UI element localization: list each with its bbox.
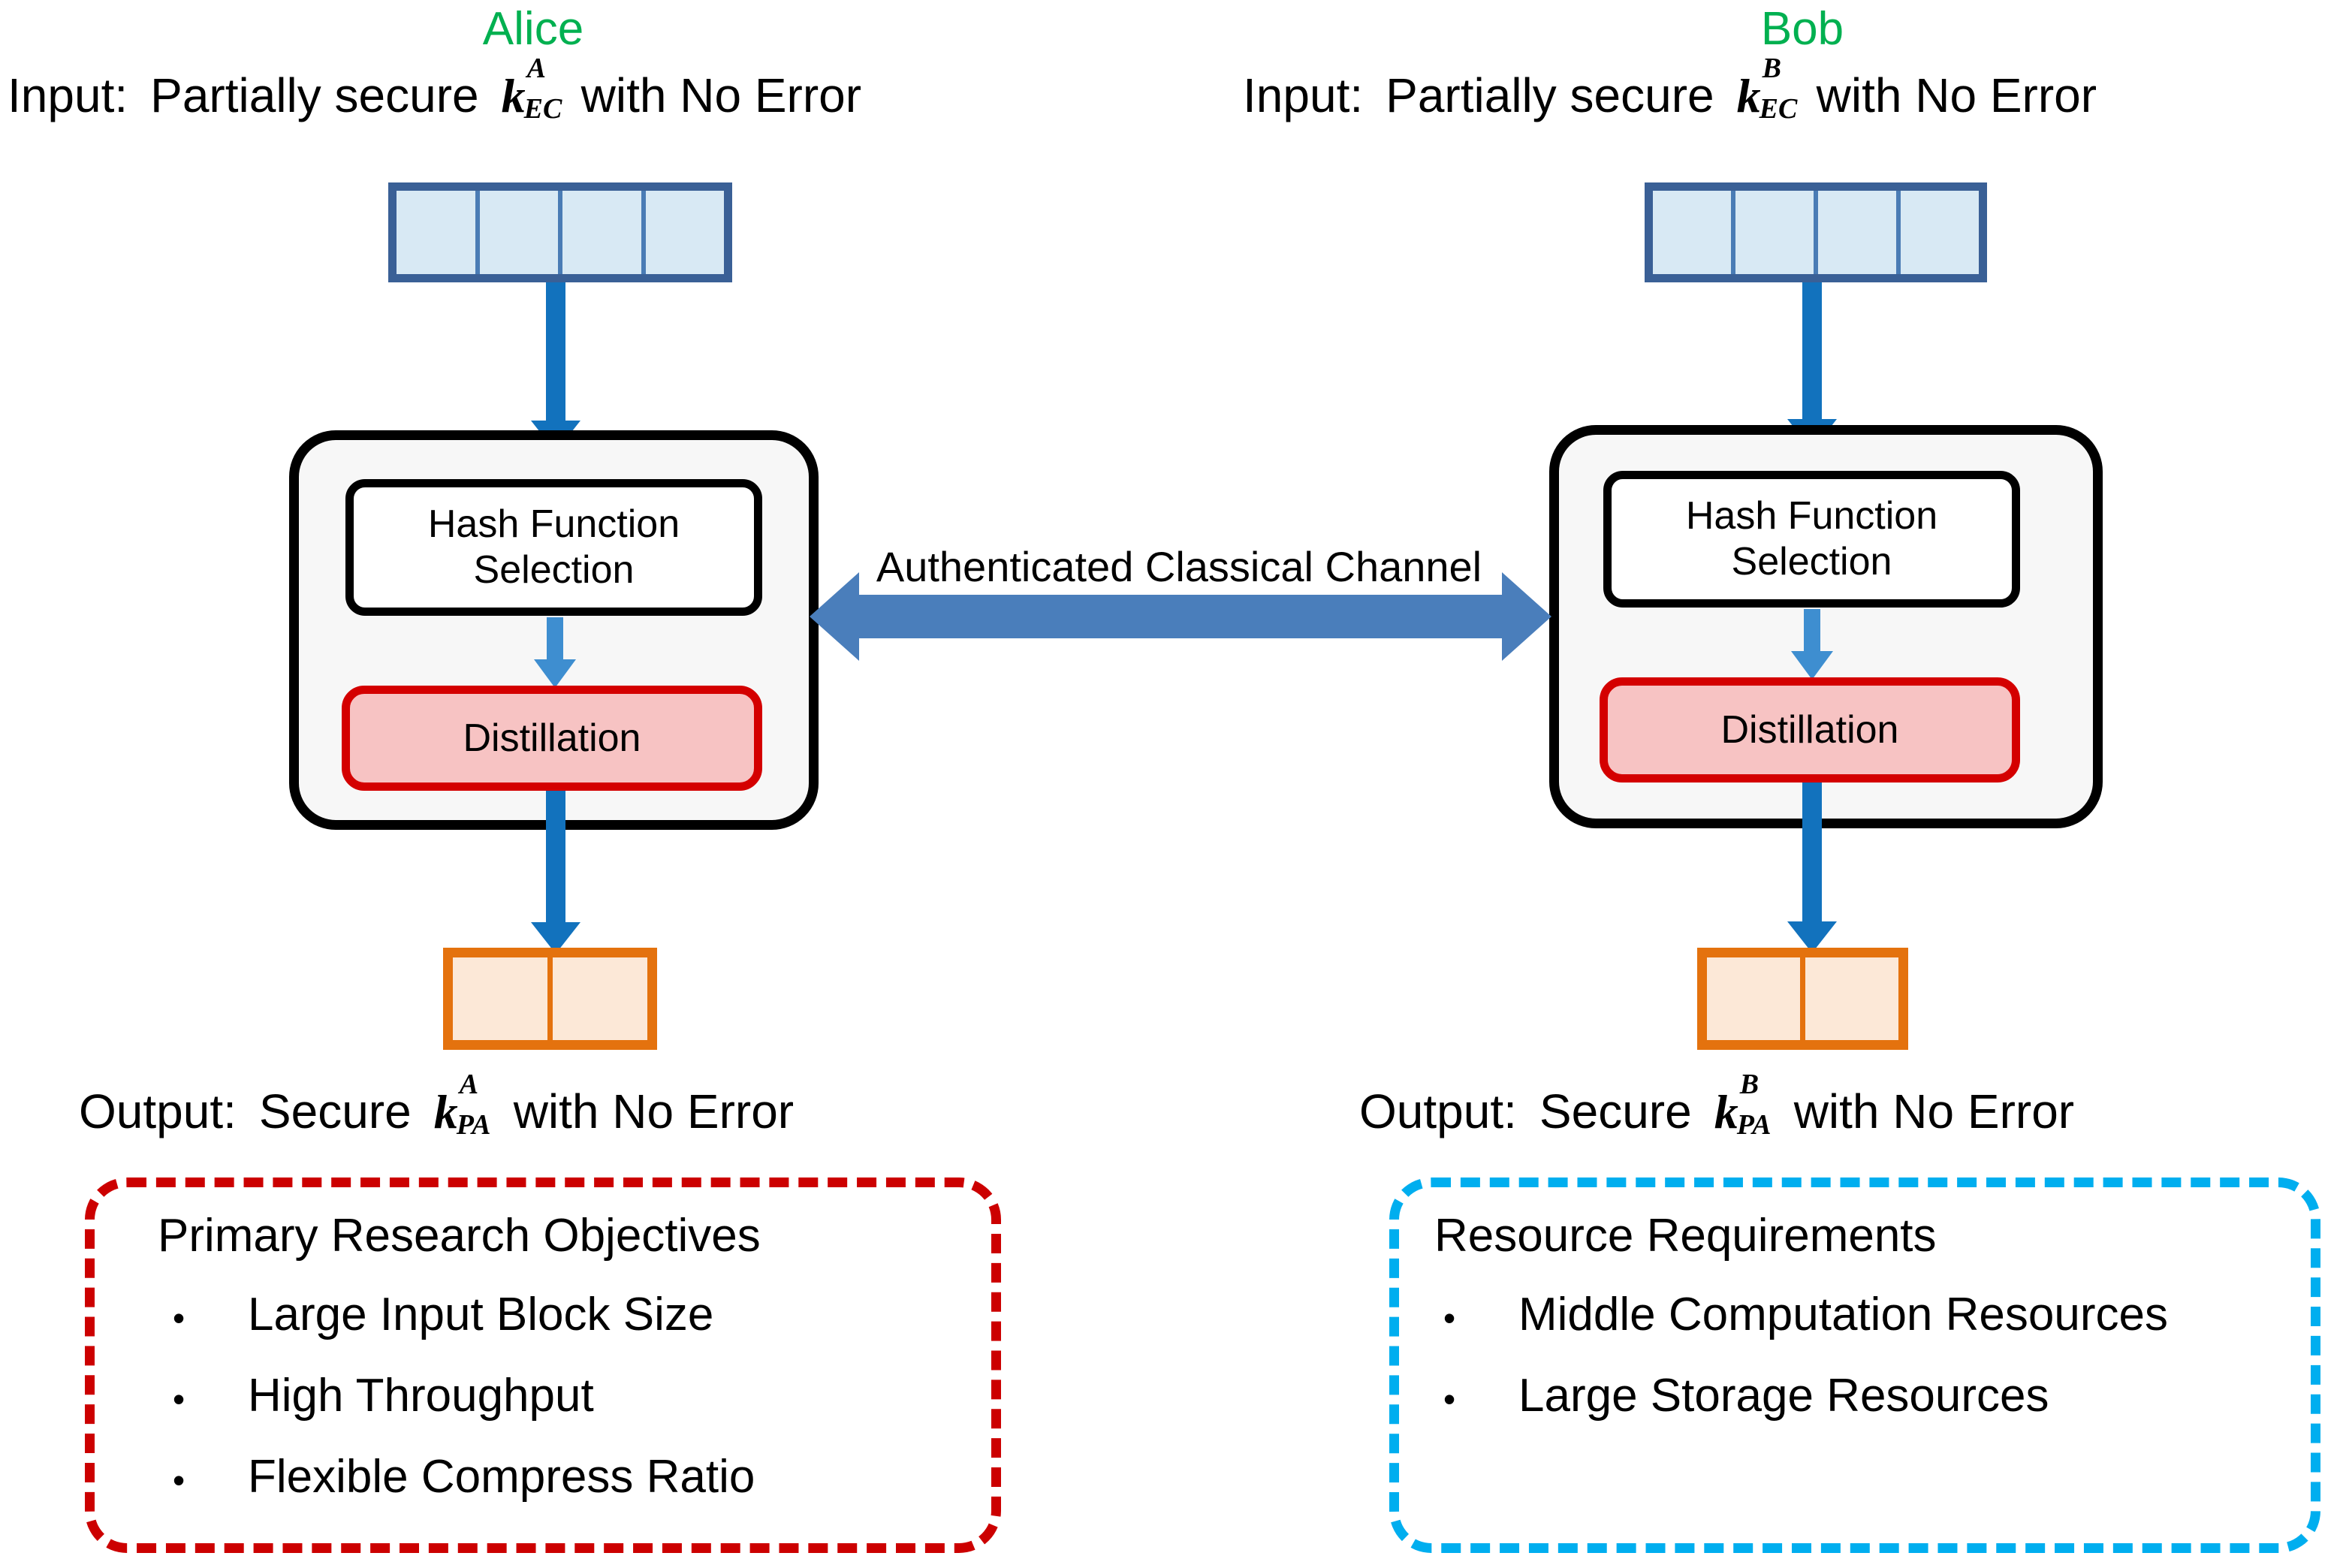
input-caption-bob-before: Partially secure xyxy=(1386,68,1714,122)
key-symbol-bob-pa: k B PA xyxy=(1714,1070,1778,1141)
resources-panel xyxy=(1389,1178,2320,1553)
arrow-bob-output-stem xyxy=(1802,782,1822,933)
key-superscript: A xyxy=(459,1069,479,1100)
key-cell xyxy=(1653,191,1731,274)
objectives-item-label: Large Input Block Size xyxy=(248,1289,714,1340)
key-subscript: EC xyxy=(1759,93,1798,125)
input-key-block-bob xyxy=(1645,182,1987,282)
key-cell xyxy=(1800,957,1898,1040)
key-base: k xyxy=(433,1085,458,1138)
key-base: k xyxy=(501,69,526,122)
channel-arrowhead-left xyxy=(810,572,859,661)
channel-label: Authenticated Classical Channel xyxy=(876,543,1482,590)
resources-panel-title: Resource Requirements xyxy=(1434,1210,1937,1262)
channel-arrowhead-right xyxy=(1502,572,1551,661)
bullet-icon: • xyxy=(1443,1298,1456,1337)
key-symbol-alice-pa: k A PA xyxy=(433,1070,497,1141)
arrow-bob-inner-head xyxy=(1791,651,1833,680)
output-caption-alice-lead: Output: xyxy=(79,1084,237,1138)
output-caption-bob: Output: Secure k B PA with No Error xyxy=(1359,1070,2075,1141)
key-superscript: A xyxy=(526,53,546,84)
input-caption-alice-before: Partially secure xyxy=(150,68,479,122)
resources-item-label: Middle Computation Resources xyxy=(1518,1289,2168,1340)
key-cell xyxy=(1814,191,1896,274)
key-cell xyxy=(547,957,647,1040)
key-cell xyxy=(1896,191,1979,274)
arrow-alice-inner-head xyxy=(534,659,576,688)
hash-function-selection-box-bob[interactable]: Hash Function Selection xyxy=(1603,471,2020,608)
key-subscript: PA xyxy=(1736,1109,1772,1141)
distillation-label: Distillation xyxy=(463,716,641,760)
objectives-item-label: High Throughput xyxy=(248,1370,594,1422)
key-base: k xyxy=(1736,69,1761,122)
arrow-bob-inner-stem xyxy=(1804,609,1820,656)
input-key-block-alice xyxy=(388,182,732,282)
output-caption-alice-after: with No Error xyxy=(513,1084,795,1138)
key-cell xyxy=(1731,191,1814,274)
party-title-bob: Bob xyxy=(1760,3,1844,55)
key-superscript: B xyxy=(1739,1069,1760,1100)
hash-box-line2: Selection xyxy=(473,548,635,592)
distillation-box-alice[interactable]: Distillation xyxy=(342,686,762,791)
bullet-icon: • xyxy=(173,1461,185,1500)
output-caption-bob-lead: Output: xyxy=(1359,1084,1517,1138)
distillation-label: Distillation xyxy=(1720,708,1899,752)
objectives-list-item: • Large Input Block Size xyxy=(173,1292,713,1338)
bullet-icon: • xyxy=(173,1298,185,1337)
bullet-icon: • xyxy=(1443,1380,1456,1419)
input-caption-bob-after: with No Error xyxy=(1816,68,2097,122)
key-cell xyxy=(1707,957,1800,1040)
objectives-panel-title: Primary Research Objectives xyxy=(158,1210,761,1262)
resources-list-item: • Large Storage Resources xyxy=(1443,1373,2049,1419)
input-caption-bob: Input: Partially secure k B EC with No E… xyxy=(1243,54,2097,125)
arrow-alice-output-stem xyxy=(546,791,565,933)
output-caption-bob-before: Secure xyxy=(1539,1084,1692,1138)
key-cell xyxy=(453,957,547,1040)
input-caption-alice-after: with No Error xyxy=(580,68,862,122)
arrow-alice-input-stem xyxy=(546,282,565,425)
key-subscript: PA xyxy=(456,1109,491,1141)
hash-box-line1: Hash Function xyxy=(1685,493,1938,538)
key-symbol-bob-ec: k B EC xyxy=(1736,54,1800,125)
input-caption-alice: Input: Partially secure k A EC with No E… xyxy=(8,54,862,125)
channel-arrow-bar xyxy=(859,595,1502,638)
key-subscript: EC xyxy=(523,93,562,125)
key-superscript: B xyxy=(1762,53,1781,84)
key-symbol-alice-ec: k A EC xyxy=(501,54,565,125)
party-title-alice: Alice xyxy=(482,3,584,55)
key-cell xyxy=(641,191,725,274)
key-cell xyxy=(558,191,641,274)
arrow-bob-input-stem xyxy=(1802,282,1822,424)
key-base: k xyxy=(1714,1085,1738,1138)
objectives-panel xyxy=(85,1178,1001,1553)
arrow-alice-inner-stem xyxy=(547,617,563,664)
key-cell xyxy=(475,191,559,274)
output-caption-bob-after: with No Error xyxy=(1793,1084,2075,1138)
bullet-icon: • xyxy=(173,1380,185,1419)
distillation-box-bob[interactable]: Distillation xyxy=(1600,677,2020,782)
resources-item-label: Large Storage Resources xyxy=(1518,1370,2049,1422)
output-key-block-bob xyxy=(1697,948,1908,1050)
input-caption-bob-lead: Input: xyxy=(1243,68,1364,122)
output-key-block-alice xyxy=(443,948,657,1050)
key-cell xyxy=(397,191,475,274)
output-caption-alice: Output: Secure k A PA with No Error xyxy=(79,1070,795,1141)
hash-function-selection-box-alice[interactable]: Hash Function Selection xyxy=(345,479,762,616)
output-caption-alice-before: Secure xyxy=(258,1084,412,1138)
hash-box-line2: Selection xyxy=(1731,540,1892,583)
objectives-list-item: • High Throughput xyxy=(173,1373,594,1419)
input-caption-alice-lead: Input: xyxy=(8,68,128,122)
hash-box-line1: Hash Function xyxy=(427,502,680,546)
objectives-list-item: • Flexible Compress Ratio xyxy=(173,1454,755,1500)
objectives-item-label: Flexible Compress Ratio xyxy=(248,1451,755,1503)
resources-list-item: • Middle Computation Resources xyxy=(1443,1292,2168,1338)
